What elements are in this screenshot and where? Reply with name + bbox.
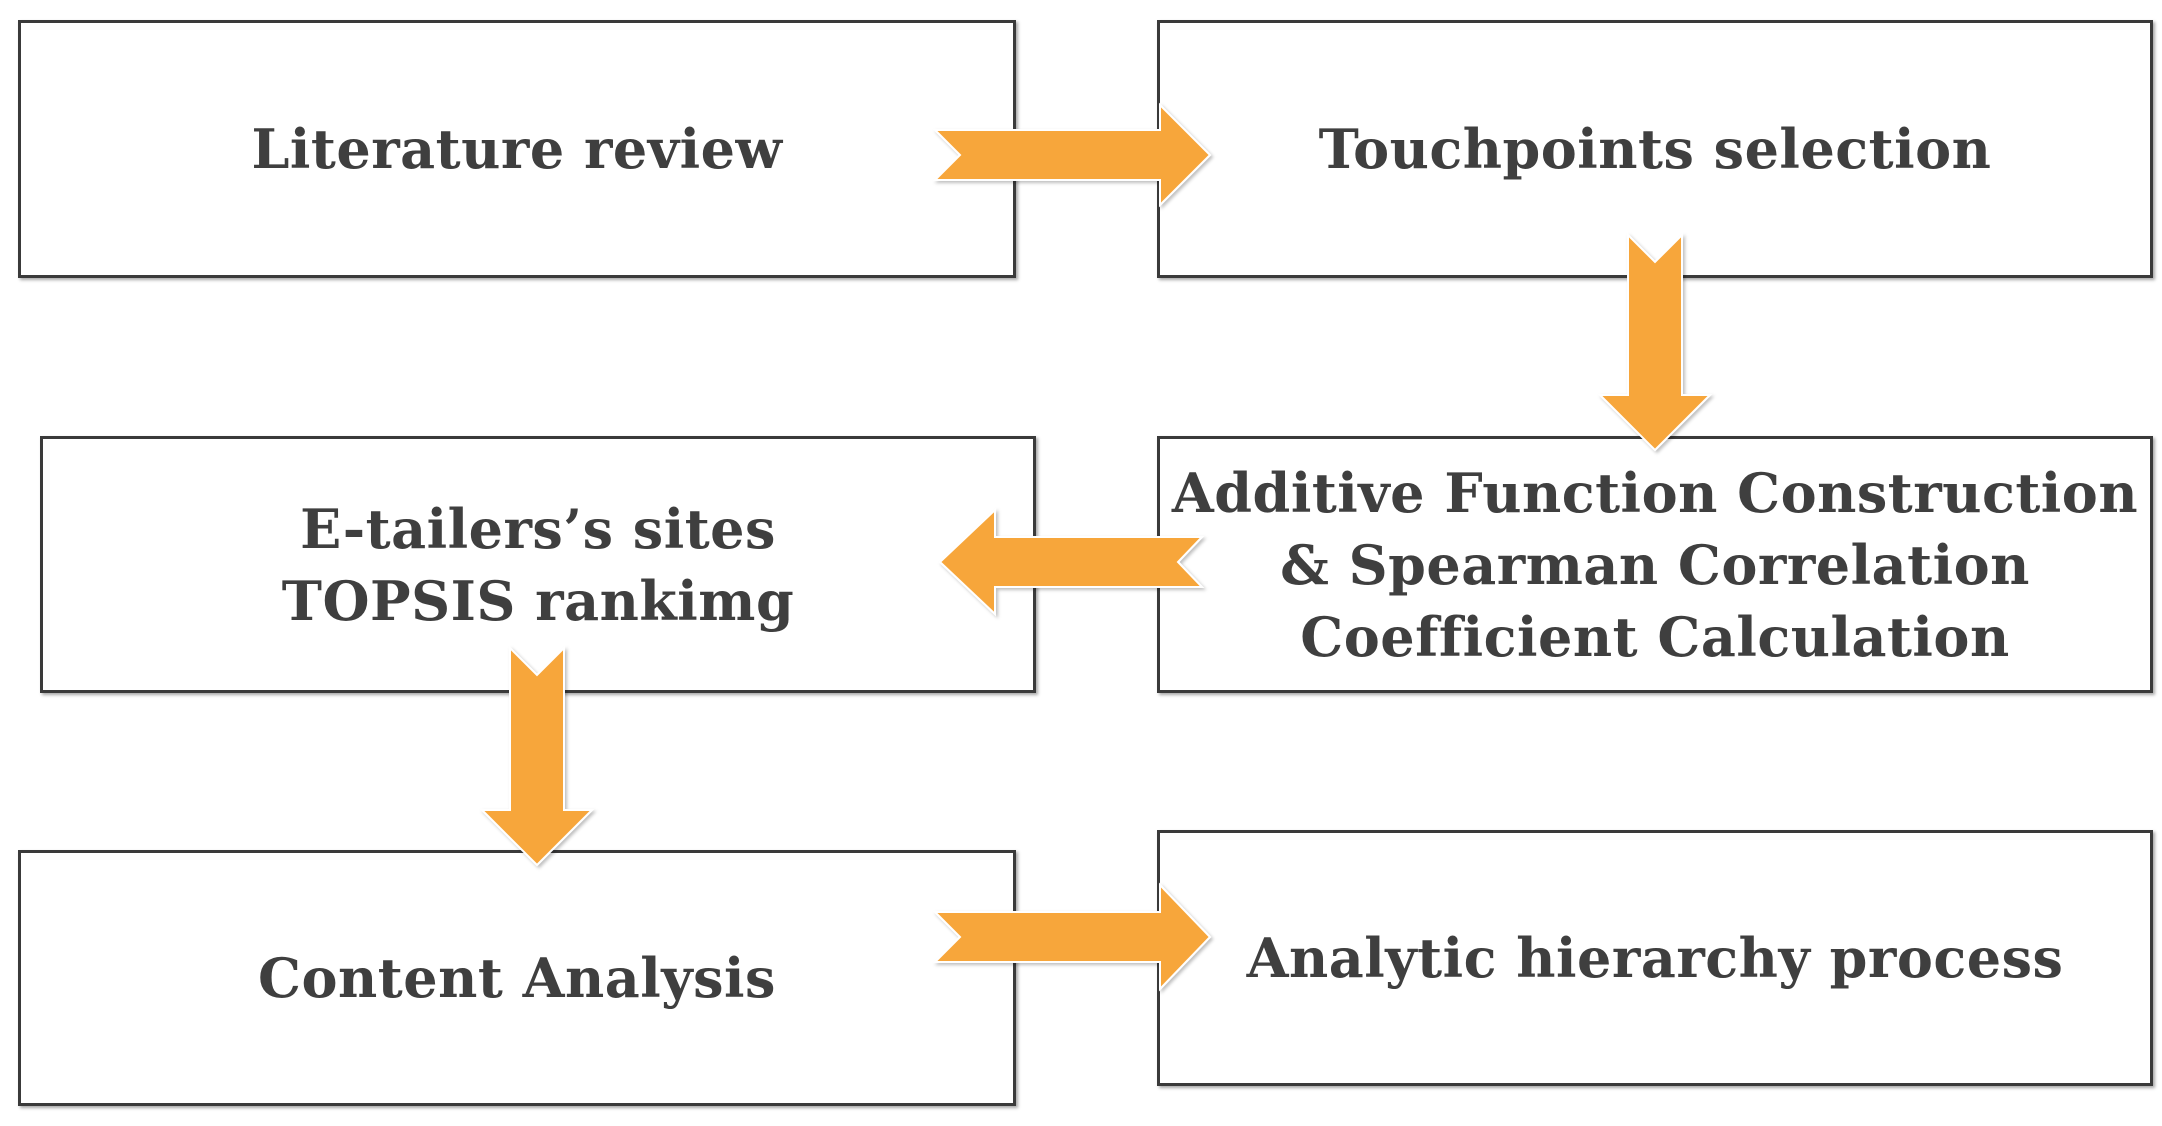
step-label: Touchpoints selection: [1318, 117, 1992, 181]
step-touchpoints-selection: Touchpoints selection: [1157, 20, 2153, 278]
step-additive-function-construction: Additive Function Construction & Spearma…: [1157, 436, 2153, 693]
step-literature-review: Literature review: [18, 20, 1016, 278]
step-label: Content Analysis: [258, 946, 776, 1010]
step-label: Analytic hierarchy process: [1246, 926, 2064, 990]
step-topsis-ranking: E-tailers’s sites TOPSIS rankimg: [40, 436, 1036, 693]
step-analytic-hierarchy-process: Analytic hierarchy process: [1157, 830, 2153, 1086]
step-label: Literature review: [251, 117, 783, 181]
step-label: Additive Function Construction & Spearma…: [1171, 460, 2139, 669]
step-label: E-tailers’s sites TOPSIS rankimg: [281, 496, 795, 633]
step-content-analysis: Content Analysis: [18, 850, 1016, 1106]
